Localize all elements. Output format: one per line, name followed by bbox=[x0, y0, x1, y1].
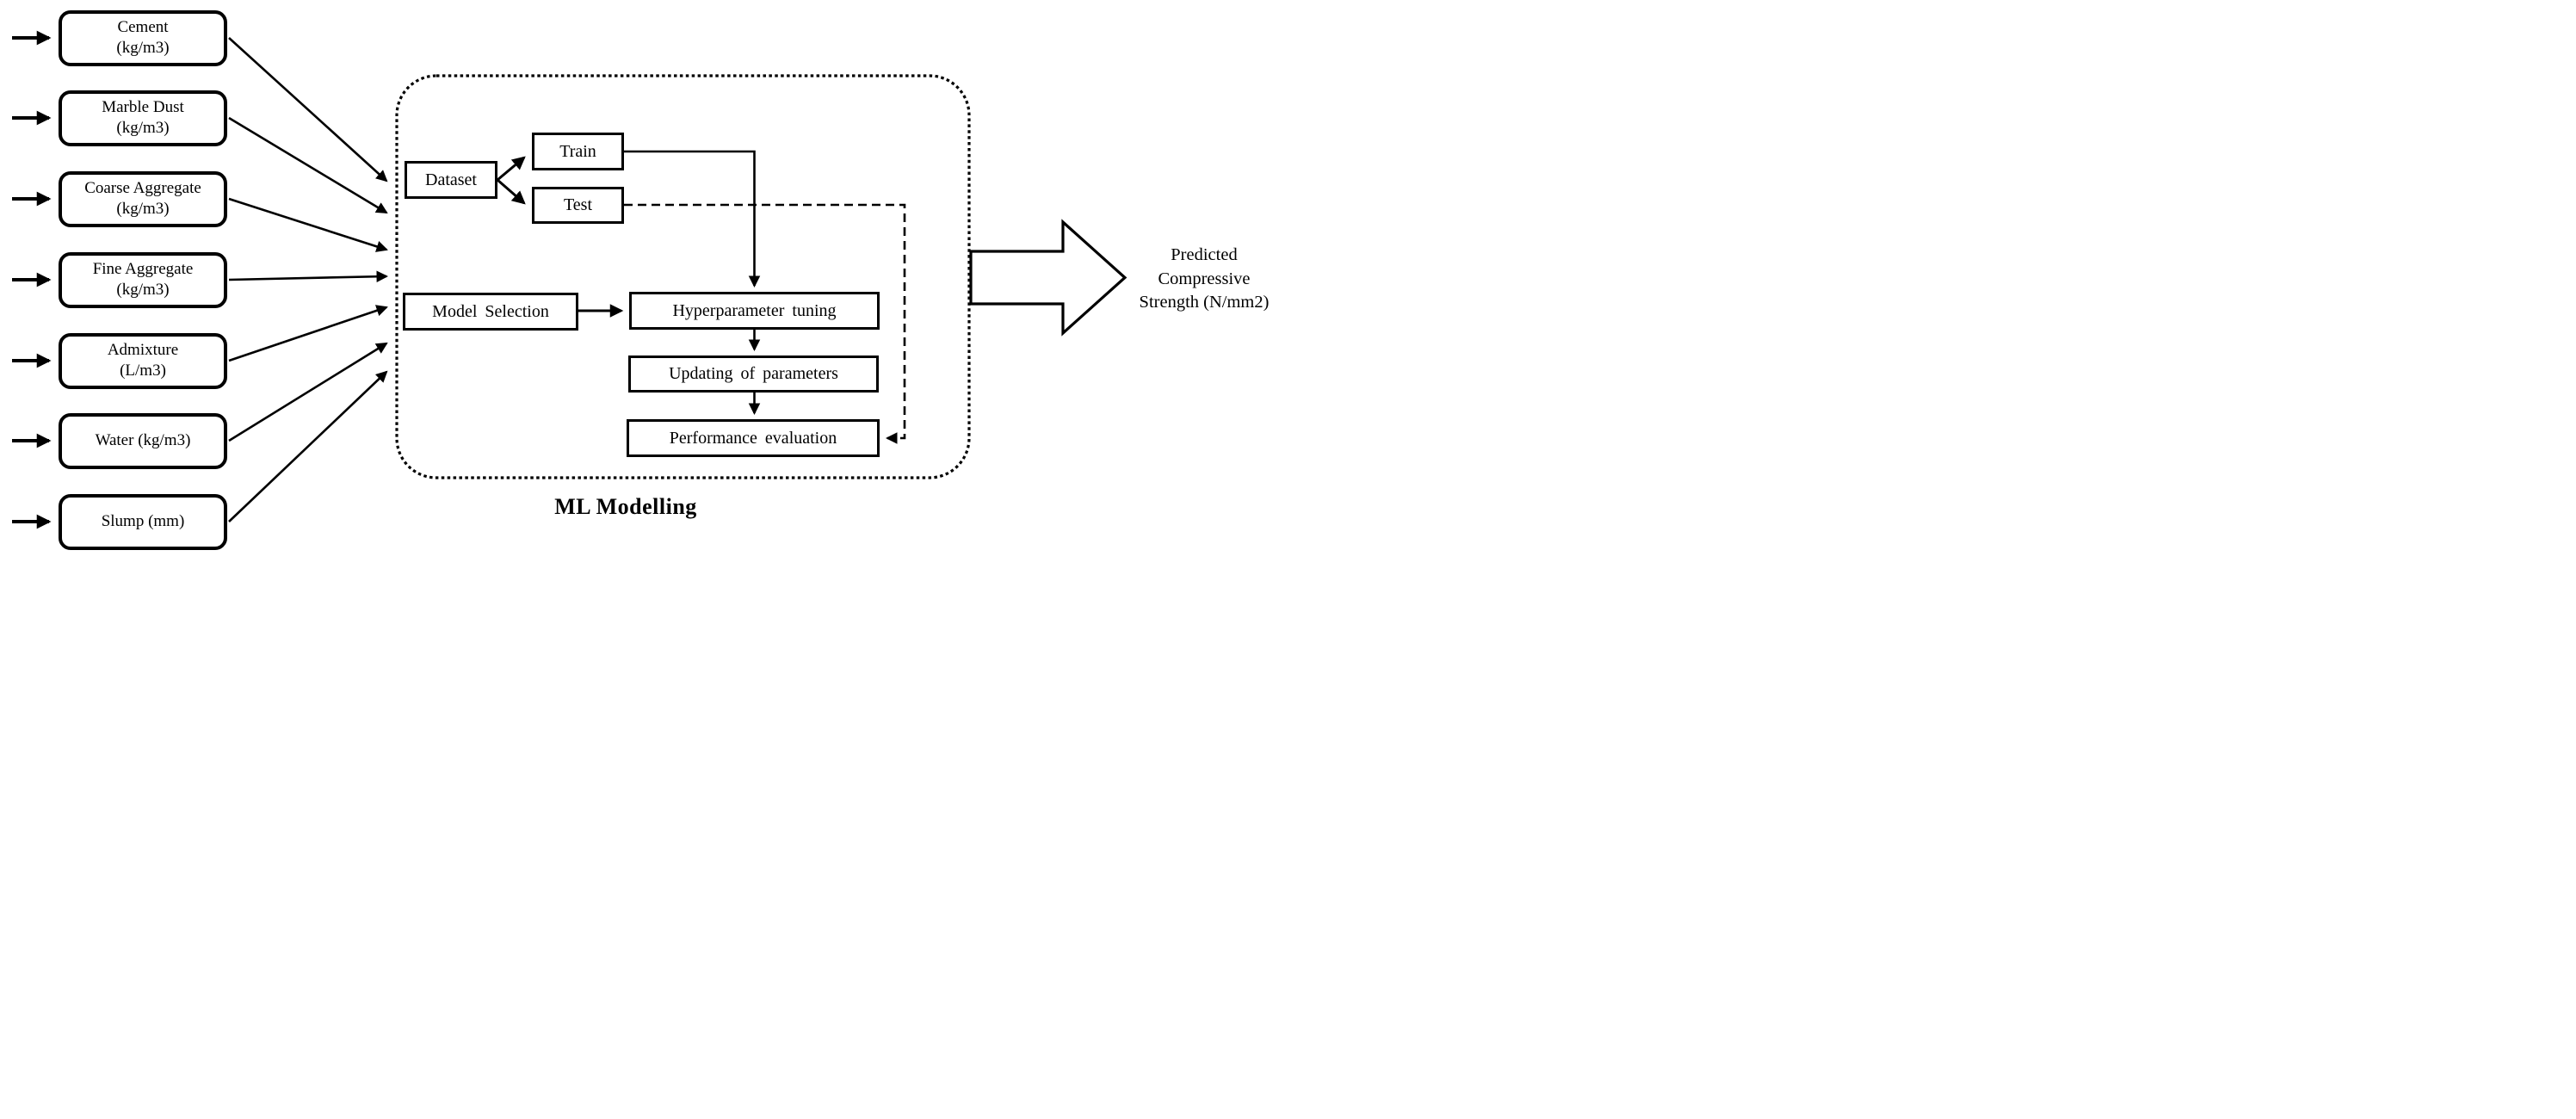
input-label: Admixture bbox=[107, 341, 179, 359]
input-label: Coarse Aggregate bbox=[84, 179, 201, 197]
arrow-train-to-hyperparameter-tuning bbox=[624, 150, 761, 288]
train-label: Train bbox=[559, 141, 596, 161]
hyperparameter-tuning-box: Hyperparameter tuning bbox=[629, 292, 880, 330]
model-selection-box: Model Selection bbox=[403, 293, 578, 331]
arrow-admixture-to-ml bbox=[228, 305, 388, 362]
arrow-cement-to-ml bbox=[228, 37, 388, 182]
model-selection-label: Model Selection bbox=[432, 301, 549, 321]
input-unit: (kg/m3) bbox=[116, 119, 170, 137]
predicted-strength-label: Predicted Compressive Strength (N/mm2) bbox=[1121, 244, 1288, 315]
ml-block-dotted-border bbox=[395, 74, 971, 479]
arrow-marble-dust-to-ml bbox=[228, 116, 388, 214]
input-label: Slump (mm) bbox=[101, 512, 185, 530]
dataset-label: Dataset bbox=[425, 170, 477, 189]
ml-modelling-flow-diagram: Cement (kg/m3) Marble Dust (kg/m3) Coars… bbox=[0, 0, 1288, 560]
input-box-water: Water (kg/m3) bbox=[59, 412, 227, 469]
arrow-dataset-to-test bbox=[497, 178, 526, 205]
test-box: Test bbox=[532, 187, 624, 224]
input-unit: (kg/m3) bbox=[116, 281, 170, 299]
updating-of-parameters-box: Updating of parameters bbox=[628, 355, 879, 393]
input-box-fine-aggregate: Fine Aggregate (kg/m3) bbox=[59, 251, 227, 308]
arrow-dataset-to-train bbox=[497, 156, 526, 182]
input-box-slump: Slump (mm) bbox=[59, 493, 227, 550]
dashed-arrow-test-to-performance-evaluation bbox=[624, 203, 906, 444]
dataset-box: Dataset bbox=[405, 161, 497, 199]
performance-evaluation-label: Performance evaluation bbox=[669, 428, 837, 448]
hyperparameter-tuning-label: Hyperparameter tuning bbox=[672, 300, 837, 320]
input-box-marble-dust: Marble Dust (kg/m3) bbox=[59, 90, 227, 146]
input-unit: (kg/m3) bbox=[116, 39, 170, 57]
predicted-strength-line2: Compressive bbox=[1158, 269, 1251, 288]
input-unit: (L/m3) bbox=[120, 362, 166, 380]
input-label: Cement bbox=[117, 18, 169, 36]
connector-layer bbox=[12, 30, 1127, 529]
updating-of-parameters-label: Updating of parameters bbox=[669, 364, 838, 383]
test-label: Test bbox=[563, 195, 593, 214]
input-label: Marble Dust bbox=[102, 98, 184, 116]
output-block-arrow bbox=[969, 219, 1127, 337]
ml-modelling-title: ML Modelling bbox=[554, 494, 697, 519]
predicted-strength-line3: Strength (N/mm2) bbox=[1139, 293, 1269, 312]
arrow-coarse-aggregate-to-ml bbox=[228, 197, 388, 252]
input-label: Fine Aggregate bbox=[92, 260, 194, 278]
input-box-admixture: Admixture (L/m3) bbox=[59, 332, 227, 389]
arrow-fine-aggregate-to-ml bbox=[228, 270, 389, 283]
input-box-cement: Cement (kg/m3) bbox=[59, 9, 227, 66]
predicted-strength-line1: Predicted bbox=[1171, 245, 1238, 264]
input-unit: (kg/m3) bbox=[116, 200, 170, 218]
input-label: Water (kg/m3) bbox=[95, 431, 191, 449]
input-box-coarse-aggregate: Coarse Aggregate (kg/m3) bbox=[59, 170, 227, 227]
train-box: Train bbox=[532, 133, 624, 170]
performance-evaluation-box: Performance evaluation bbox=[627, 419, 880, 457]
arrow-water-to-ml bbox=[228, 342, 388, 442]
arrow-slump-to-ml bbox=[228, 370, 388, 522]
